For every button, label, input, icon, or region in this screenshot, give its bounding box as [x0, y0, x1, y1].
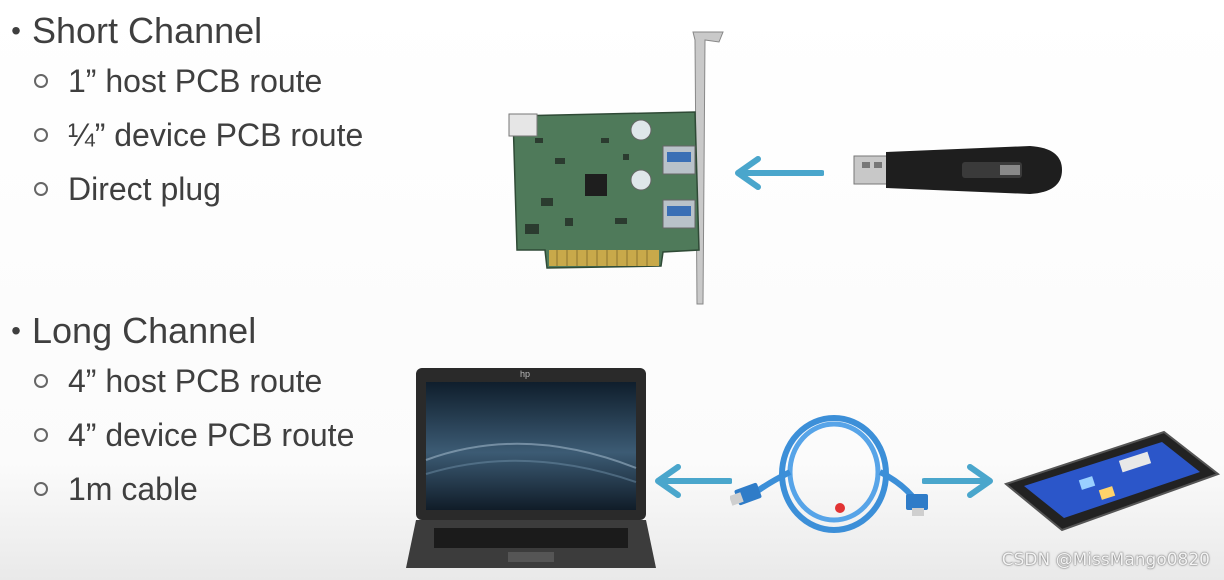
long-channel-heading: Long Channel [32, 310, 257, 351]
bullet-dot-icon: • [11, 15, 21, 46]
sub-bullet-circle-icon [34, 428, 48, 442]
long-channel-section: • Long Channel 4” host PCB route 4” devi… [0, 308, 354, 516]
laptop-image: hp [404, 364, 658, 576]
short-channel-item-text: 1” host PCB route [68, 63, 323, 99]
arrow-right-icon [922, 464, 998, 498]
short-channel-item: Direct plug [0, 162, 363, 216]
long-channel-item: 4” host PCB route [0, 354, 354, 408]
sub-bullet-circle-icon [34, 374, 48, 388]
long-channel-item-text: 4” host PCB route [68, 363, 323, 399]
long-channel-item-text: 4” device PCB route [68, 417, 355, 453]
short-channel-section: • Short Channel 1” host PCB route ¼” dev… [0, 8, 363, 216]
sub-bullet-circle-icon [34, 482, 48, 496]
usb-pcie-card-image [505, 28, 735, 310]
sub-bullet-circle-icon [34, 74, 48, 88]
arrow-left-icon [730, 156, 824, 190]
long-channel-item: 4” device PCB route [0, 408, 354, 462]
sub-bullet-circle-icon [34, 128, 48, 142]
long-channel-item-text: 1m cable [68, 471, 198, 507]
usb-flash-drive-image [850, 140, 1066, 200]
bullet-dot-icon: • [11, 315, 21, 346]
short-channel-item: 1” host PCB route [0, 54, 363, 108]
short-channel-item-text: Direct plug [68, 171, 221, 207]
usb-cable-image [730, 412, 940, 536]
csdn-watermark: CSDN @MissMango0820 [1001, 550, 1210, 570]
long-channel-item: 1m cable [0, 462, 354, 516]
short-channel-heading: Short Channel [32, 10, 263, 51]
sub-bullet-circle-icon [34, 182, 48, 196]
long-channel-bullet: • Long Channel [0, 308, 354, 354]
arrow-left-icon [650, 464, 732, 498]
laptop-brand-logo: hp [520, 369, 531, 379]
short-channel-item: ¼” device PCB route [0, 108, 363, 162]
short-channel-item-text: ¼” device PCB route [68, 117, 364, 153]
short-channel-bullet: • Short Channel [0, 8, 363, 54]
tablet-image [1000, 426, 1222, 536]
